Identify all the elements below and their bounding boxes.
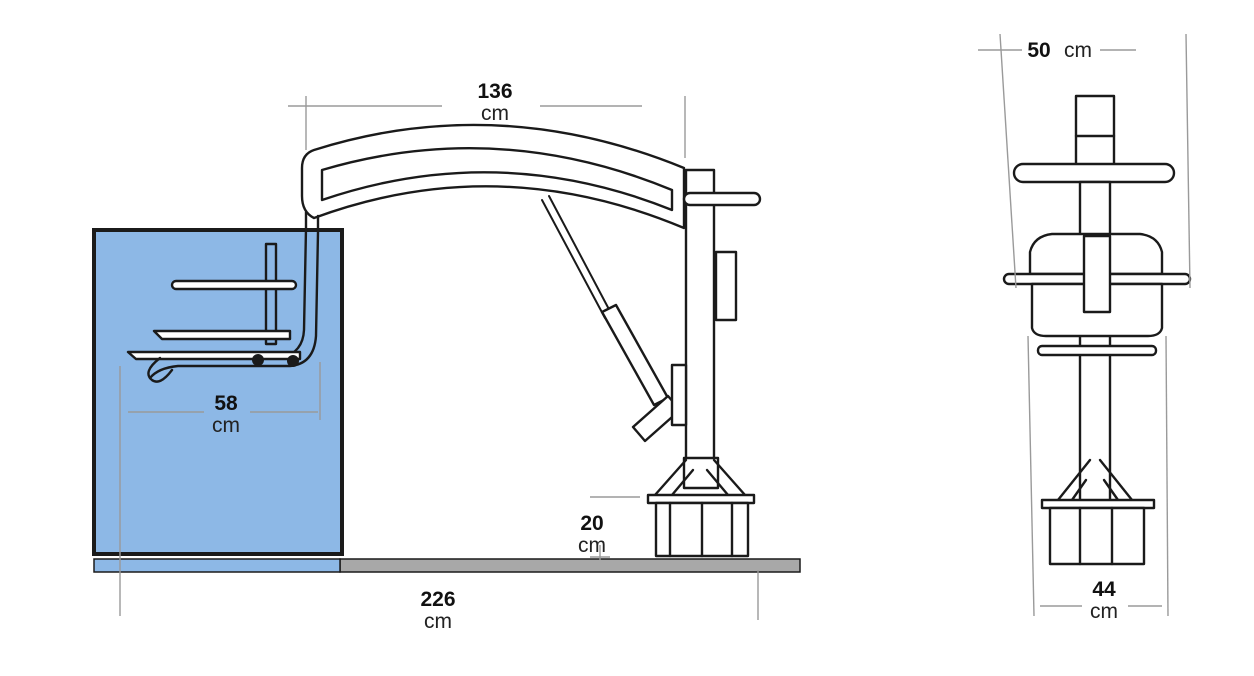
base-width-value: 44 — [1092, 578, 1116, 601]
mast — [670, 168, 762, 490]
floor-slab — [339, 558, 801, 573]
total-length-unit: cm — [424, 610, 452, 633]
seat-depth-unit: cm — [212, 414, 240, 437]
top-width-unit: cm — [1064, 39, 1092, 62]
total-length-value: 226 — [420, 588, 455, 611]
front-view: 50 cm 44 cm — [978, 33, 1192, 623]
pool-deck-edge — [93, 558, 341, 573]
seat-depth-value: 58 — [214, 392, 238, 415]
boom-arm — [300, 123, 686, 230]
dimension-lines-side — [119, 96, 759, 620]
base-height-value: 20 — [580, 512, 603, 535]
arm-span-value: 136 — [477, 80, 512, 103]
arm-span-unit: cm — [481, 102, 509, 125]
seat-frame — [126, 210, 320, 383]
side-view: 136 cm 58 cm 20 cm 226 cm — [92, 80, 801, 633]
base-height-unit: cm — [578, 534, 606, 557]
actuator — [541, 195, 682, 443]
front-handle-bar — [1012, 162, 1176, 184]
dimension-lines-front — [978, 33, 1191, 617]
front-base — [1040, 458, 1156, 566]
top-width-value: 50 — [1027, 39, 1050, 62]
boom-arm-inner — [320, 147, 674, 212]
lift-base — [646, 458, 756, 558]
base-width-unit: cm — [1090, 600, 1118, 623]
